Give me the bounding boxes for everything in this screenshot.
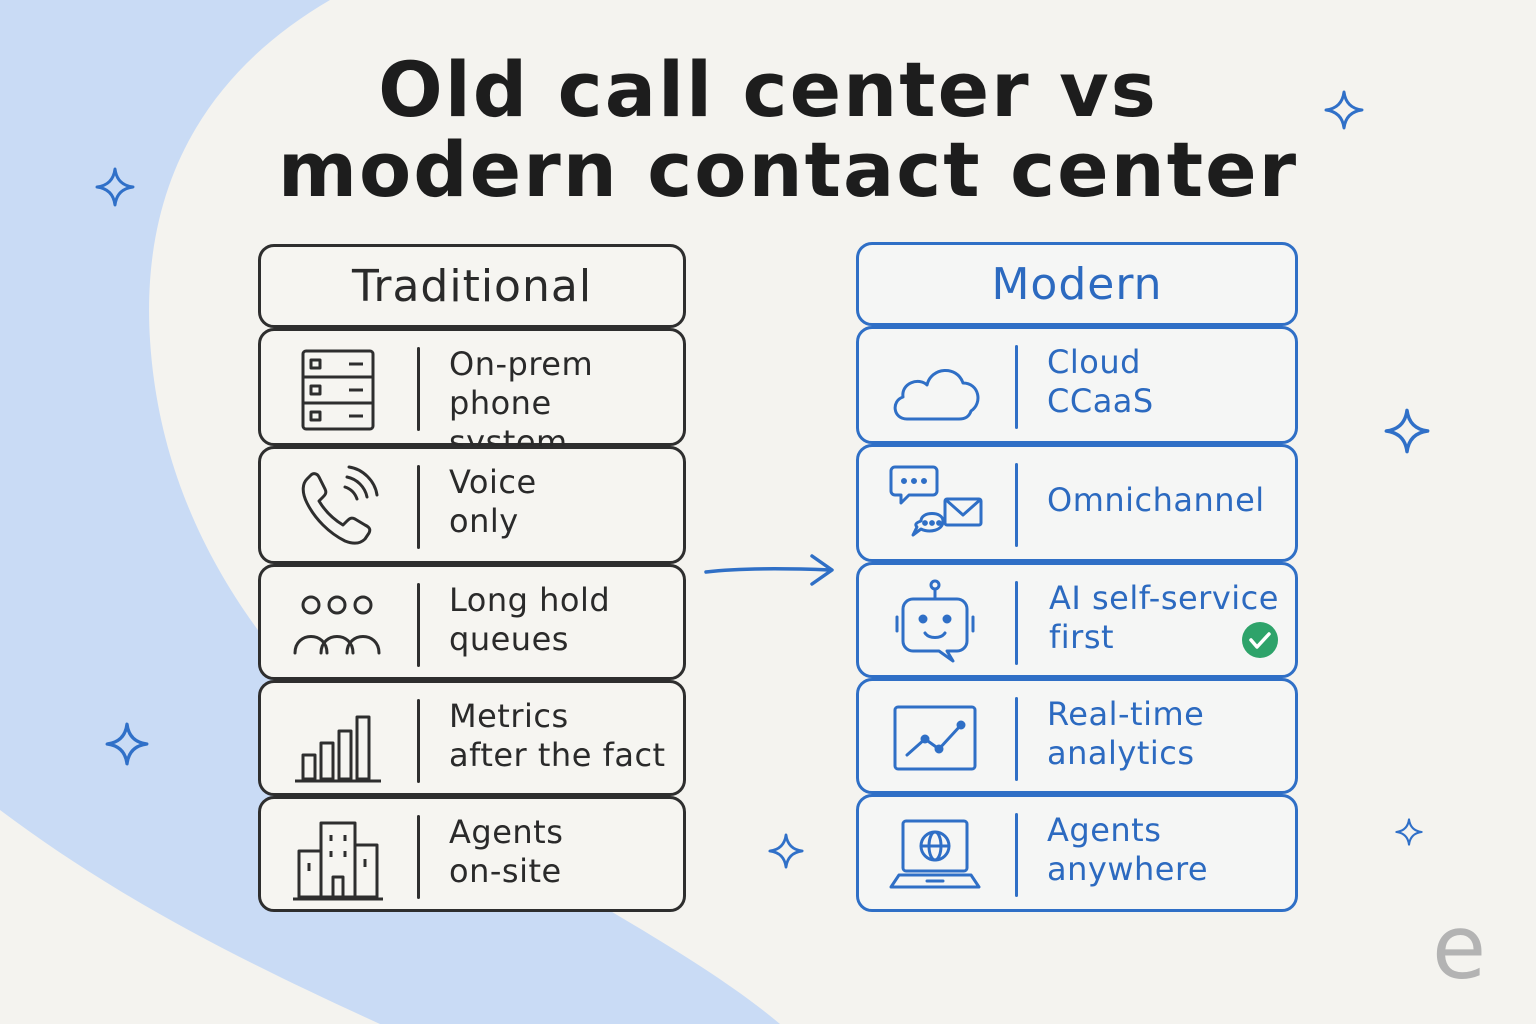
item-label: Agents on-site xyxy=(449,813,667,891)
traditional-header-label: Traditional xyxy=(351,260,593,312)
page-title-line-1: Old call center vs xyxy=(378,45,1158,134)
modern-header-label: Modern xyxy=(991,258,1163,310)
row-divider xyxy=(417,465,420,549)
sparkle-icon xyxy=(105,722,149,766)
sparkle-icon xyxy=(1324,90,1364,130)
brand-logo: e xyxy=(1432,896,1487,999)
item-label-line-1: On-prem xyxy=(449,345,594,383)
item-label: Long hold queues xyxy=(449,581,667,659)
sparkle-icon xyxy=(95,167,135,207)
item-label: Agents anywhere xyxy=(1047,811,1279,889)
traditional-item-metrics: Metrics after the fact xyxy=(258,680,686,796)
item-label-line-1: Omnichannel xyxy=(1047,481,1265,519)
modern-item-agents-anywhere: Agents anywhere xyxy=(856,794,1298,912)
item-label: Cloud CCaaS xyxy=(1047,343,1279,421)
item-label: AI self-service first xyxy=(1049,579,1279,657)
item-label-line-2: on-site xyxy=(449,852,562,890)
row-divider xyxy=(417,815,420,899)
laptop-globe-icon xyxy=(887,809,983,899)
row-divider xyxy=(417,583,420,667)
sparkle-icon xyxy=(1395,818,1423,846)
item-label: Real-time analytics xyxy=(1047,695,1279,773)
modern-item-ai-self-service: AI self-service first xyxy=(856,562,1298,678)
modern-item-omnichannel: Omnichannel xyxy=(856,444,1298,562)
item-label: Omnichannel xyxy=(1047,481,1279,520)
item-label-line-1: Voice xyxy=(449,463,537,501)
item-label: Voice only xyxy=(449,463,667,541)
modern-item-cloud: Cloud CCaaS xyxy=(856,326,1298,444)
row-divider xyxy=(417,347,420,431)
item-label-line-1: Agents xyxy=(449,813,564,851)
modern-item-real-time-analytics: Real-time analytics xyxy=(856,678,1298,794)
traditional-header: Traditional xyxy=(258,244,686,328)
item-label-line-2: after the fact xyxy=(449,736,666,774)
row-divider xyxy=(417,699,420,783)
sparkle-icon xyxy=(768,833,804,869)
item-label-line-2: anywhere xyxy=(1047,850,1209,888)
item-label-line-2: first xyxy=(1049,618,1115,656)
sparkle-icon xyxy=(1384,408,1430,454)
phone-icon xyxy=(289,461,385,551)
item-label-line-1: Long hold xyxy=(449,581,611,619)
item-label: On-prem phone system xyxy=(449,345,667,462)
traditional-item-on-prem: On-prem phone system xyxy=(258,328,686,461)
item-label-line-1: Real-time xyxy=(1047,695,1205,733)
page-title-line-2: modern contact center xyxy=(277,125,1299,214)
item-label-line-2: analytics xyxy=(1047,734,1195,772)
people-queue-icon xyxy=(289,579,385,669)
traditional-item-agents-on-site: Agents on-site xyxy=(258,796,686,912)
traditional-item-voice: Voice only xyxy=(258,446,686,564)
cloud-icon xyxy=(887,341,983,431)
robot-icon xyxy=(887,577,983,667)
item-label: Metrics after the fact xyxy=(449,697,667,775)
row-divider xyxy=(1015,697,1018,781)
row-divider xyxy=(1015,463,1018,547)
item-label-line-2: CCaaS xyxy=(1047,382,1154,420)
server-rack-icon xyxy=(289,343,385,433)
modern-header: Modern xyxy=(856,242,1298,326)
row-divider xyxy=(1015,345,1018,429)
row-divider xyxy=(1015,581,1018,665)
item-label-line-1: Cloud xyxy=(1047,343,1141,381)
right-arrow-icon xyxy=(704,554,834,586)
item-label-line-1: Metrics xyxy=(449,697,569,735)
check-icon xyxy=(1242,622,1278,658)
traditional-item-long-hold: Long hold queues xyxy=(258,564,686,680)
item-label-line-1: Agents xyxy=(1047,811,1162,849)
bar-chart-icon xyxy=(289,695,385,785)
item-label-line-2: queues xyxy=(449,620,569,658)
item-label-line-2: only xyxy=(449,502,519,540)
chat-mail-icon xyxy=(887,459,983,549)
item-label-line-1: AI self-service xyxy=(1049,579,1279,617)
line-chart-icon xyxy=(887,693,983,783)
office-building-icon xyxy=(289,811,385,901)
row-divider xyxy=(1015,813,1018,897)
